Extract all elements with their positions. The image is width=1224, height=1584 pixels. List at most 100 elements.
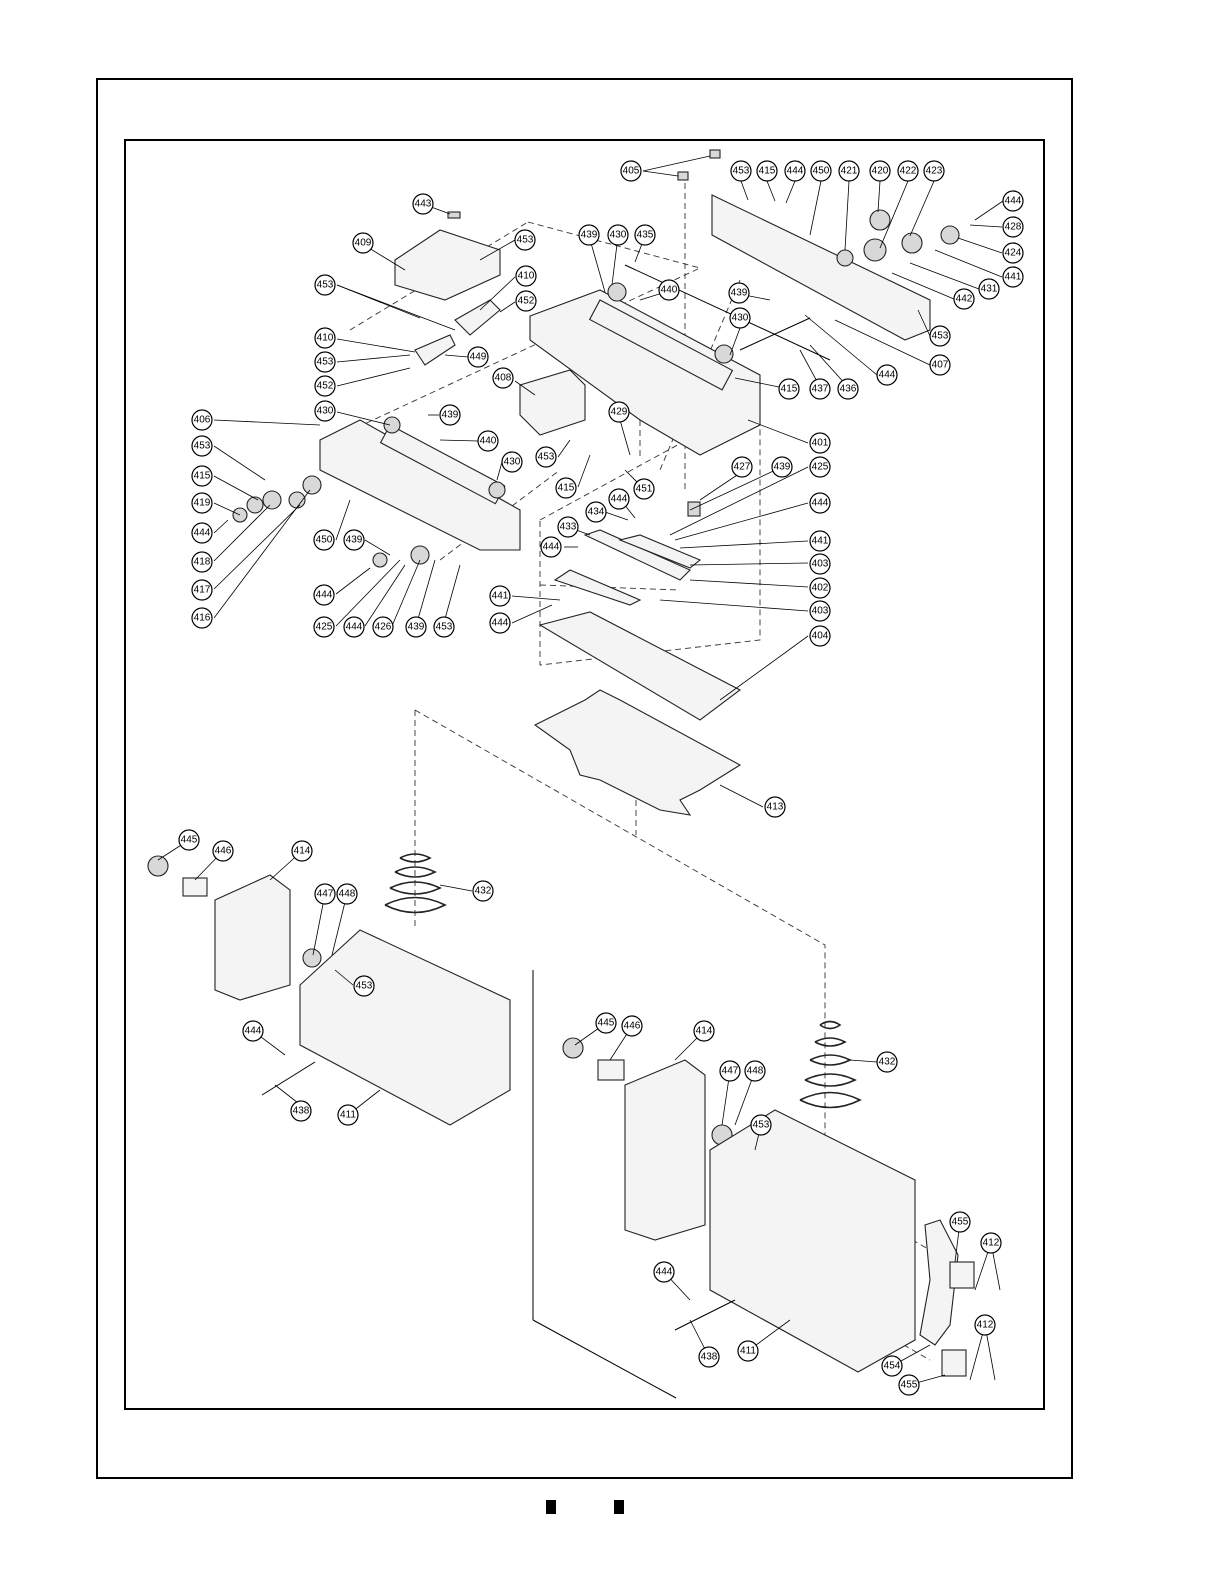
svg-text:425: 425	[316, 622, 333, 633]
svg-text:434: 434	[588, 507, 605, 518]
svg-text:424: 424	[1005, 248, 1022, 259]
svg-text:418: 418	[194, 557, 211, 568]
svg-text:444: 444	[346, 622, 363, 633]
cover-part	[394, 229, 501, 301]
callout-410: 410	[314, 327, 336, 349]
svg-text:415: 415	[759, 166, 776, 177]
svg-text:453: 453	[317, 280, 334, 291]
svg-text:429: 429	[611, 407, 628, 418]
svg-text:444: 444	[787, 166, 804, 177]
callout-439: 439	[578, 224, 600, 246]
callout-402: 402	[809, 577, 831, 599]
svg-text:414: 414	[696, 1026, 713, 1037]
callout-401: 401	[809, 432, 831, 454]
svg-text:453: 453	[753, 1120, 770, 1131]
callout-438: 438	[698, 1346, 720, 1368]
svg-text:452: 452	[518, 296, 535, 307]
callout-448: 448	[336, 883, 358, 905]
lower-left-assembly	[147, 853, 511, 1126]
callout-412: 412	[980, 1232, 1002, 1254]
svg-text:414: 414	[294, 846, 311, 857]
callout-425: 425	[313, 616, 335, 638]
callout-412: 412	[974, 1314, 996, 1336]
svg-text:444: 444	[316, 590, 333, 601]
callout-452: 452	[314, 375, 336, 397]
svg-text:412: 412	[977, 1320, 994, 1331]
diagram-frame	[124, 139, 1045, 1410]
svg-text:406: 406	[194, 415, 211, 426]
callout-441: 441	[1002, 266, 1024, 288]
callout-420: 420	[869, 160, 891, 182]
leader-lines	[157, 155, 1004, 1386]
svg-text:449: 449	[470, 352, 487, 363]
callout-415: 415	[756, 160, 778, 182]
callout-441: 441	[489, 585, 511, 607]
svg-text:408: 408	[495, 373, 512, 384]
svg-text:430: 430	[610, 230, 627, 241]
svg-text:453: 453	[733, 166, 750, 177]
svg-text:407: 407	[932, 360, 949, 371]
callout-404: 404	[809, 625, 831, 647]
callout-430: 430	[729, 307, 751, 329]
callout-445: 445	[178, 829, 200, 851]
svg-text:411: 411	[740, 1346, 756, 1357]
svg-text:455: 455	[901, 1380, 918, 1391]
svg-text:433: 433	[560, 522, 577, 533]
upper-assembly	[232, 149, 960, 816]
svg-text:444: 444	[194, 528, 211, 539]
svg-text:441: 441	[1005, 272, 1022, 283]
callout-408: 408	[492, 367, 514, 389]
callout-453: 453	[353, 975, 375, 997]
svg-text:440: 440	[661, 285, 678, 296]
svg-text:425: 425	[812, 462, 829, 473]
main-frame-part	[529, 289, 761, 456]
callout-444: 444	[343, 616, 365, 638]
svg-text:453: 453	[436, 622, 453, 633]
right-cabinet-part	[709, 1109, 916, 1373]
callout-447: 447	[314, 883, 336, 905]
svg-text:401: 401	[812, 438, 829, 449]
callout-453: 453	[929, 325, 951, 347]
callout-421: 421	[838, 160, 860, 182]
callout-425: 425	[809, 456, 831, 478]
callout-441: 441	[809, 530, 831, 552]
callout-452: 452	[515, 290, 537, 312]
callout-417: 417	[191, 579, 213, 601]
callout-454: 454	[881, 1355, 903, 1377]
callout-448: 448	[744, 1060, 766, 1082]
callout-453: 453	[191, 435, 213, 457]
callout-453: 453	[535, 446, 557, 468]
svg-text:439: 439	[346, 535, 363, 546]
callout-437: 437	[809, 378, 831, 400]
svg-text:404: 404	[812, 631, 829, 642]
svg-text:436: 436	[840, 384, 857, 395]
callout-444: 444	[191, 522, 213, 544]
callout-440: 440	[477, 430, 499, 452]
callout-447: 447	[719, 1060, 741, 1082]
svg-text:453: 453	[317, 357, 334, 368]
callout-433: 433	[557, 516, 579, 538]
callout-405: 405	[620, 160, 642, 182]
callout-453: 453	[730, 160, 752, 182]
callout-453: 453	[314, 351, 336, 373]
svg-text:441: 441	[492, 591, 509, 602]
callout-438: 438	[290, 1100, 312, 1122]
svg-text:410: 410	[317, 333, 334, 344]
callout-403: 403	[809, 553, 831, 575]
svg-text:441: 441	[812, 536, 829, 547]
footer-registration-mark-left	[546, 1500, 556, 1514]
callout-434: 434	[585, 501, 607, 523]
svg-text:448: 448	[339, 889, 356, 900]
callout-416: 416	[191, 607, 213, 629]
svg-text:438: 438	[701, 1352, 718, 1363]
svg-text:420: 420	[872, 166, 889, 177]
svg-text:448: 448	[747, 1066, 764, 1077]
svg-text:442: 442	[956, 294, 973, 305]
svg-text:411: 411	[340, 1110, 356, 1121]
callout-446: 446	[212, 840, 234, 862]
svg-text:415: 415	[781, 384, 798, 395]
svg-text:410: 410	[518, 271, 535, 282]
svg-text:446: 446	[215, 846, 232, 857]
callout-451: 451	[633, 478, 655, 500]
callout-444: 444	[653, 1261, 675, 1283]
